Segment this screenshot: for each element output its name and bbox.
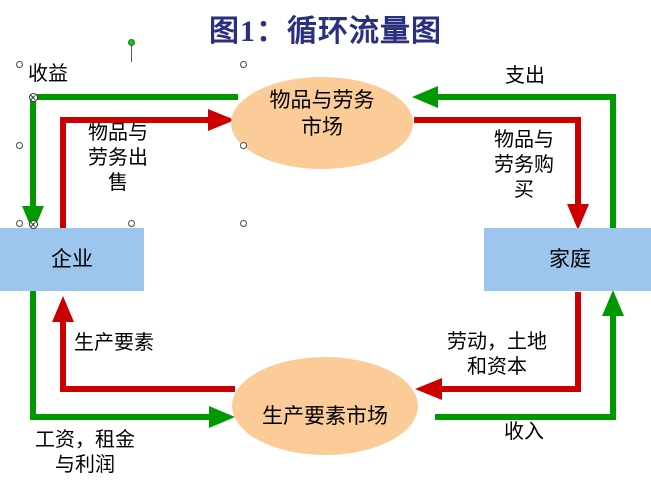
flow-label-expenditure: 支出 bbox=[505, 65, 545, 87]
rotate-handle[interactable] bbox=[127, 38, 135, 46]
edge-wages-rent-profit bbox=[30, 290, 235, 428]
node-factor-market[interactable] bbox=[232, 357, 418, 455]
flow-label-income: 收入 bbox=[504, 421, 544, 443]
selection-handle[interactable] bbox=[127, 219, 135, 227]
edge-goods-purchased bbox=[414, 117, 589, 230]
flow-label-labor-land-capital: 劳动，土地 和资本 bbox=[447, 331, 547, 378]
edge-income bbox=[435, 290, 624, 420]
selection-handle[interactable] bbox=[15, 141, 23, 149]
edge-expenditure bbox=[412, 86, 616, 230]
selection-handle[interactable] bbox=[15, 219, 23, 227]
flow-label-factors-of-production: 生产要素 bbox=[74, 332, 154, 354]
node-households[interactable] bbox=[484, 228, 651, 291]
node-goods-market[interactable] bbox=[231, 77, 413, 169]
selection-handle[interactable] bbox=[239, 219, 247, 227]
selection-handle[interactable] bbox=[239, 60, 247, 68]
page-title: 图1：循环流量图 bbox=[209, 15, 442, 48]
edge-goods-sold bbox=[60, 109, 235, 228]
node-factor-market-label: 生产要素市场 bbox=[262, 404, 388, 428]
node-firms[interactable] bbox=[0, 228, 144, 291]
connector-endpoint-handle[interactable] bbox=[28, 219, 38, 229]
flow-label-revenue: 收益 bbox=[28, 63, 68, 85]
selection-handle[interactable] bbox=[239, 141, 247, 149]
edge-labor-land-capital bbox=[415, 292, 581, 400]
flow-label-goods-purchased: 物品与 劳务购 买 bbox=[494, 129, 554, 201]
selection-handle[interactable] bbox=[15, 60, 23, 68]
node-goods-market-label: 物品与劳务 市场 bbox=[269, 88, 375, 139]
connector-endpoint-handle[interactable] bbox=[28, 92, 38, 102]
rotate-handle-stem bbox=[131, 42, 132, 62]
flow-label-goods-sold: 物品与 劳务出 售 bbox=[88, 122, 148, 194]
flow-label-wages-rent-profit: 工资，租金 与利润 bbox=[35, 429, 135, 476]
edge-factors-of-production bbox=[52, 296, 235, 392]
node-firms-label: 企业 bbox=[51, 247, 93, 271]
node-households-label: 家庭 bbox=[549, 247, 591, 271]
